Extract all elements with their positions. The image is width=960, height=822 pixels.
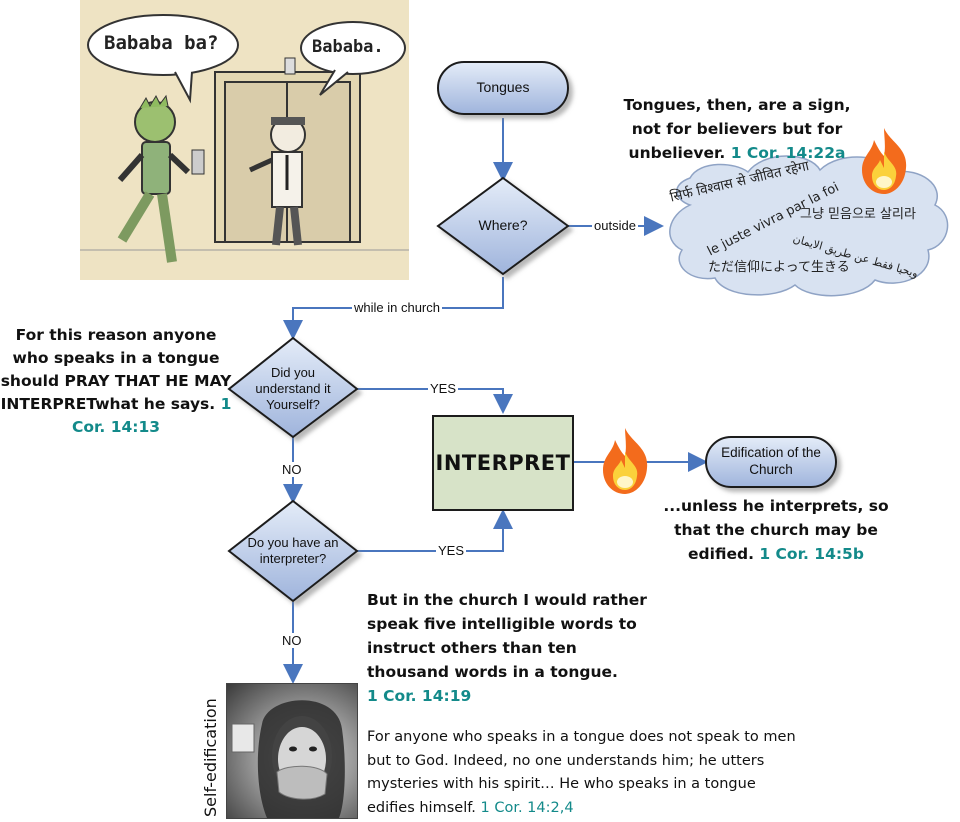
flame-icon	[862, 128, 907, 194]
self-edification-photo	[226, 683, 358, 819]
quote-pray-emphasis: PRAY THAT HE MAY INTERPRET	[0, 372, 232, 413]
comic-panel: Bababa ba? Bababa.	[80, 0, 409, 280]
cloud-text-korean: 그냥 믿음으로 살리라	[800, 207, 916, 222]
flame-icon	[603, 428, 648, 494]
edge-label-yes-have-interpreter: YES	[436, 543, 467, 558]
node-where: Where?	[478, 217, 528, 234]
quote-five-words-ref: 1 Cor. 14:19	[367, 687, 472, 705]
node-where-shape	[436, 176, 570, 276]
quote-mysteries-ref: 1 Cor. 14:2,4	[480, 799, 574, 816]
quote-sign-text: Tongues, then, are a sign, not for belie…	[623, 96, 851, 162]
quote-pray-ref: 1 Cor. 14:13	[71, 395, 232, 436]
quote-sign: Tongues, then, are a sign, not for belie…	[612, 93, 862, 165]
quote-sign-ref: 1 Cor. 14:22a	[730, 144, 846, 162]
quote-five-words: But in the church I would rather speak f…	[367, 588, 652, 708]
edge-haveinterp-yes	[357, 509, 513, 552]
edge-label-no-have-interpreter: NO	[280, 633, 304, 648]
quote-pray-text-after: what he says.	[95, 395, 216, 413]
quote-five-words-text: But in the church I would rather speak f…	[367, 591, 647, 681]
quote-unless-ref: 1 Cor. 14:5b	[759, 545, 864, 563]
node-start: Tongues	[476, 79, 530, 96]
quote-pray-text: For this reason anyone who speaks in a t…	[0, 326, 220, 390]
quote-unless-text: ...unless he interprets, so that the chu…	[663, 497, 889, 563]
quote-mysteries: For anyone who speaks in a tongue does n…	[367, 726, 807, 820]
edge-label-outside: outside	[592, 218, 638, 233]
speech-bubble-left: Bababa ba?	[104, 32, 219, 54]
quote-mysteries-text: For anyone who speaks in a tongue does n…	[367, 729, 796, 816]
node-understand: Did you understand it Yourself?	[255, 364, 331, 413]
node-have-interpreter: Do you have an interpreter?	[247, 534, 339, 566]
photo-caption: Self-edification	[201, 698, 220, 817]
edge-label-no-understand: NO	[280, 462, 304, 477]
quote-pray: For this reason anyone who speaks in a t…	[0, 324, 232, 439]
quote-unless: ...unless he interprets, so that the chu…	[652, 494, 900, 566]
node-interpret: INTERPRET	[435, 450, 571, 475]
node-interpret-shape	[432, 415, 574, 511]
node-start-shape	[437, 61, 569, 115]
node-edification: Edification of the Church	[721, 445, 821, 477]
speech-bubble-right: Bababa.	[312, 37, 384, 57]
cloud-text-japanese: ただ信仰によって生きる	[708, 260, 850, 275]
node-have-interpreter-shape	[227, 499, 359, 603]
edge-label-yes-understand: YES	[428, 381, 459, 396]
edge-label-in-church: while in church	[352, 300, 442, 315]
node-understand-shape	[227, 336, 359, 439]
node-edification-shape	[705, 436, 837, 488]
edge-understand-yes	[357, 388, 513, 414]
